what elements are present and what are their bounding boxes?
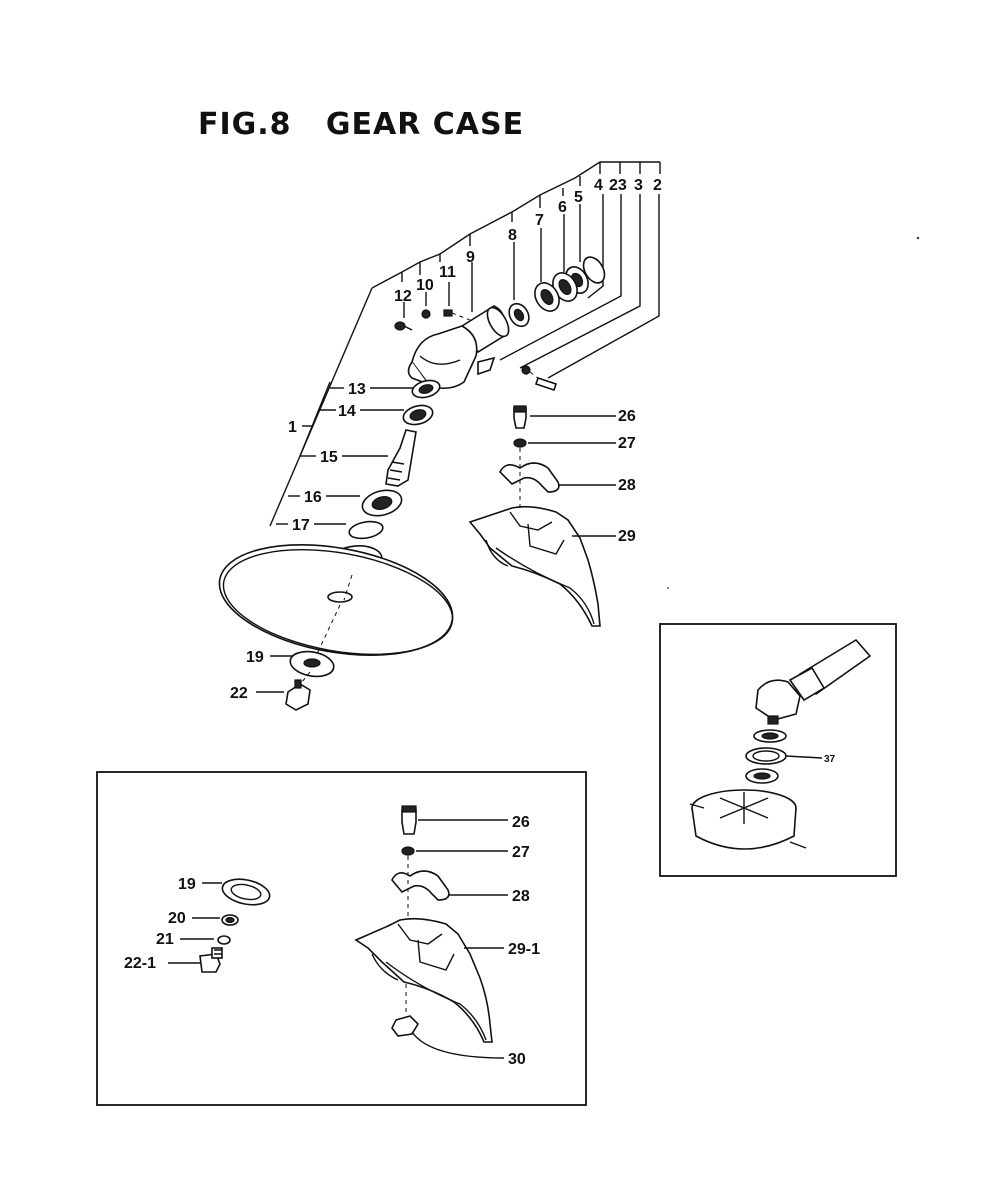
lower-inset-frame bbox=[96, 771, 587, 1106]
blade-center-hole bbox=[327, 591, 353, 603]
inset-gear-head bbox=[755, 679, 801, 721]
top-callout-leaders bbox=[299, 161, 661, 457]
washer-21 bbox=[217, 935, 231, 945]
callout-3: 3 bbox=[634, 177, 643, 194]
callout-inset-27: 27 bbox=[512, 844, 530, 861]
callout-1: 1 bbox=[288, 419, 297, 436]
callout-21: 21 bbox=[156, 931, 174, 948]
inset-clamp-28 bbox=[391, 870, 450, 901]
screw-12 bbox=[394, 321, 406, 331]
callout-16: 16 bbox=[304, 489, 322, 506]
callout-20: 20 bbox=[168, 910, 186, 927]
callout-8: 8 bbox=[508, 227, 517, 244]
callout-inset-19: 19 bbox=[178, 876, 196, 893]
callout-11: 11 bbox=[439, 264, 456, 281]
clamp-28 bbox=[499, 462, 560, 493]
inset-washer-19 bbox=[221, 878, 271, 906]
callout-13: 13 bbox=[348, 381, 366, 398]
callout-9: 9 bbox=[466, 249, 475, 266]
callout-22: 22 bbox=[230, 685, 248, 702]
right-inset-frame bbox=[659, 623, 897, 877]
inset-bolt-26 bbox=[401, 809, 417, 835]
callout-27: 27 bbox=[618, 435, 636, 452]
scan-speck bbox=[916, 236, 920, 240]
callout-12: 12 bbox=[394, 288, 412, 305]
callout-23: 23 bbox=[609, 177, 627, 194]
callout-22-1: 22-1 bbox=[124, 955, 156, 972]
callout-14: 14 bbox=[338, 403, 356, 420]
callout-17: 17 bbox=[292, 517, 310, 534]
callout-2: 2 bbox=[653, 177, 662, 194]
blade-fasteners bbox=[285, 604, 341, 711]
callout-10: 10 bbox=[416, 277, 434, 294]
callout-4: 4 bbox=[594, 177, 603, 194]
lower-inset-labels: 26 27 28 19 20 21 22-1 29-1 30 bbox=[124, 814, 540, 1068]
guard-29 bbox=[468, 505, 601, 627]
callout-29-1: 29-1 bbox=[508, 941, 540, 958]
washer-27 bbox=[513, 438, 527, 448]
callout-7: 7 bbox=[535, 212, 544, 229]
ring-17 bbox=[348, 520, 384, 540]
callout-30: 30 bbox=[508, 1051, 526, 1068]
shaft-15 bbox=[385, 429, 417, 487]
right-inset-panel: 37 bbox=[659, 623, 897, 877]
callout-6: 6 bbox=[558, 199, 567, 216]
guard-callout-labels: 26 27 28 29 bbox=[618, 408, 636, 545]
inset-washer-27 bbox=[401, 846, 415, 856]
callout-15: 15 bbox=[320, 449, 338, 466]
callout-inset-26: 26 bbox=[512, 814, 530, 831]
gear-head-parts bbox=[394, 256, 606, 392]
nut-10 bbox=[421, 309, 431, 319]
callout-37: 37 bbox=[824, 754, 836, 765]
lower-inset-panel bbox=[96, 771, 587, 1106]
nut-3 bbox=[521, 365, 531, 375]
bolt-11 bbox=[443, 309, 453, 317]
callout-inset-28: 28 bbox=[512, 888, 530, 905]
top-callout-labels: 4 23 3 2 5 6 7 8 9 11 10 12 bbox=[394, 177, 662, 305]
main-guard-assembly bbox=[468, 405, 616, 627]
figure-title: FIG.8 GEAR CASE bbox=[198, 107, 524, 142]
blade-disc bbox=[218, 544, 454, 656]
gear-case-body bbox=[411, 325, 478, 390]
callout-5: 5 bbox=[574, 189, 583, 206]
scan-speck bbox=[667, 587, 669, 589]
bolt-2 bbox=[534, 376, 558, 392]
callout-28: 28 bbox=[618, 477, 636, 494]
callout-29: 29 bbox=[618, 528, 636, 545]
callout-19: 19 bbox=[246, 649, 264, 666]
nut-30 bbox=[391, 1015, 420, 1037]
guard-29-1 bbox=[354, 917, 493, 1043]
callout-26: 26 bbox=[618, 408, 636, 425]
